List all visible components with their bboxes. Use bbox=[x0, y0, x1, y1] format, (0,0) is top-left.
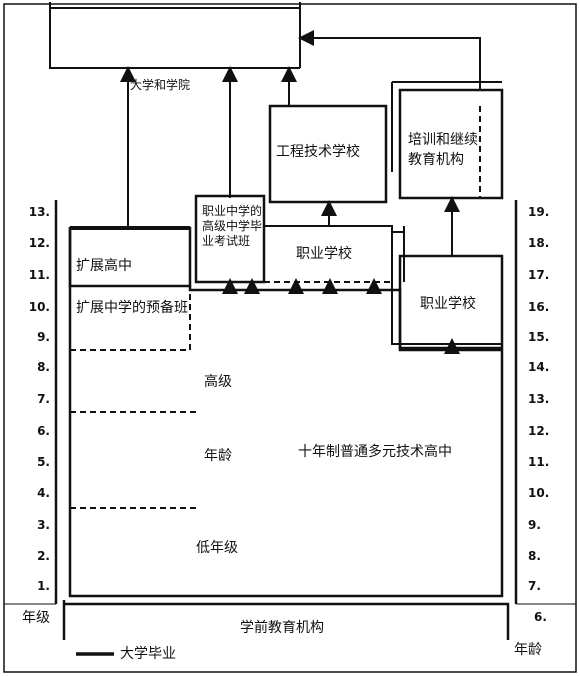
age-tick: 8. bbox=[528, 549, 541, 563]
legend-label: 大学毕业 bbox=[120, 646, 176, 662]
age-tick: 15. bbox=[528, 330, 550, 344]
age-tick: 11. bbox=[528, 455, 550, 469]
ten-year-school-label: 十年制普通多元技术高中 bbox=[298, 444, 452, 460]
preschool-box bbox=[62, 600, 510, 640]
university-label: 大学和学院 bbox=[130, 78, 191, 92]
university-box bbox=[49, 2, 301, 9]
age-tick: 12. bbox=[528, 424, 550, 438]
arrow-from-training bbox=[298, 30, 481, 90]
grade-tick: 12. bbox=[28, 236, 50, 250]
grade-tick: 11. bbox=[28, 268, 50, 282]
vocational-prep-label: 职业中学的高级中学毕业考试班 bbox=[202, 204, 263, 248]
vocational-mid-box bbox=[264, 225, 393, 282]
grade-tick: 7. bbox=[37, 392, 50, 406]
age-tick: 6. bbox=[534, 610, 547, 624]
engineering-label: 工程技术学校 bbox=[276, 144, 360, 160]
grade-tick: 9. bbox=[37, 330, 50, 344]
lower-grades-label: 低年级 bbox=[196, 540, 238, 556]
age-tick: 17. bbox=[528, 268, 550, 282]
grade-tick: 4. bbox=[37, 486, 50, 500]
age-axis-label: 年龄 bbox=[514, 642, 542, 658]
age-tick: 7. bbox=[528, 579, 541, 593]
extended-high-label: 扩展高中 bbox=[76, 258, 132, 274]
grade-tick: 3. bbox=[37, 518, 50, 532]
age-tick: 16. bbox=[528, 300, 550, 314]
upper-grades-label: 高级 bbox=[204, 374, 232, 390]
grade-tick: 1. bbox=[37, 579, 50, 593]
grade-tick: 5. bbox=[37, 455, 50, 469]
vocational-right-label: 职业学校 bbox=[420, 296, 476, 312]
extended-prep-label: 扩展中学的预备班 bbox=[76, 300, 188, 316]
age-tick: 14. bbox=[528, 360, 550, 374]
preschool-label: 学前教育机构 bbox=[240, 620, 324, 636]
grade-tick: 6. bbox=[37, 424, 50, 438]
age-tick: 13. bbox=[528, 392, 550, 406]
outer-frame bbox=[3, 3, 577, 673]
vocational-mid-label: 职业学校 bbox=[296, 246, 352, 262]
age-tick: 19. bbox=[528, 205, 550, 219]
age-tick: 9. bbox=[528, 518, 541, 532]
grade-tick: 2. bbox=[37, 549, 50, 563]
age-tick: 18. bbox=[528, 236, 550, 250]
grade-tick: 13. bbox=[28, 205, 50, 219]
training-label: 培训和继续教育机构 bbox=[408, 132, 478, 168]
grade-axis-label: 年级 bbox=[22, 610, 50, 626]
age-mid-label: 年龄 bbox=[204, 448, 232, 464]
age-tick: 10. bbox=[528, 486, 550, 500]
grade-tick: 8. bbox=[37, 360, 50, 374]
grade-tick: 10. bbox=[28, 300, 50, 314]
